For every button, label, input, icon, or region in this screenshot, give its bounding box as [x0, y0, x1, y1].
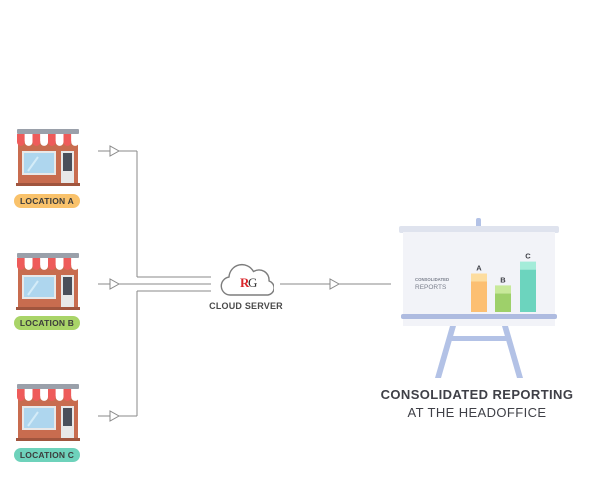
bar-label-a: A — [476, 264, 482, 273]
bar-c-cap — [520, 261, 536, 270]
easel-crossbar — [451, 336, 507, 341]
headline-title: CONSOLIDATED REPORTING — [380, 387, 574, 402]
store-icon-location-c — [16, 384, 80, 441]
store-icon-location-b — [16, 253, 80, 310]
connector-location-b — [98, 278, 211, 290]
connector-location-a — [98, 145, 211, 278]
board-caption-small: CONSOLIDATED — [415, 277, 449, 282]
store-icon-location-a — [16, 129, 80, 186]
board-caption-reports: REPORTS — [415, 284, 447, 291]
cloud-logo-g: G — [248, 275, 257, 290]
cloud-server-label: CLOUD SERVER — [209, 301, 283, 311]
connector-location-c — [98, 290, 211, 422]
bar-label-b: B — [500, 275, 506, 284]
bar-a — [471, 281, 487, 312]
easel-leg-right — [502, 326, 523, 378]
presentation-board: CONSOLIDATED REPORTS A B C — [399, 218, 559, 378]
cloud-icon: R G — [220, 263, 274, 296]
connector-cloud-to-board — [280, 278, 391, 290]
bar-b — [495, 293, 511, 312]
location-b-badge: LOCATION B — [14, 316, 80, 330]
board-bars: A B C — [471, 252, 536, 312]
location-b-label: LOCATION B — [19, 318, 75, 328]
location-a-label: LOCATION A — [20, 196, 74, 206]
easel-leg-left — [435, 326, 456, 378]
headline-subtitle: AT THE HEADOFFICE — [407, 405, 547, 420]
bar-b-cap — [495, 285, 511, 294]
cloud-logo-r: R — [240, 275, 250, 290]
location-a-badge: LOCATION A — [14, 194, 80, 208]
bar-label-c: C — [525, 252, 531, 261]
bar-a-cap — [471, 273, 487, 282]
bar-c — [520, 269, 536, 312]
location-c-badge: LOCATION C — [14, 448, 80, 462]
board-tray — [401, 314, 557, 319]
location-c-label: LOCATION C — [19, 450, 75, 460]
